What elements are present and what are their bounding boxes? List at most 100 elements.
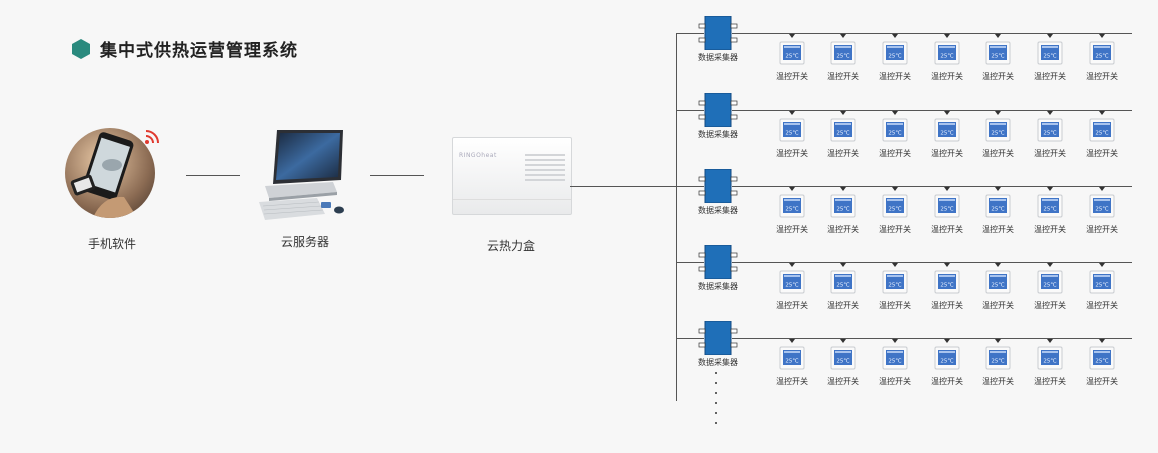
thermostat-label: 温控开关 — [931, 377, 963, 386]
phone-node: 手机软件 — [62, 125, 162, 252]
thermostat-label: 温控开关 — [1086, 149, 1118, 158]
thermostat-label: 温控开关 — [931, 301, 963, 310]
thermostat-icon: 25℃ — [1089, 263, 1115, 294]
device-bus-line — [732, 186, 1132, 187]
collector-icon — [698, 320, 738, 356]
thermostat-screen-text: 25℃ — [1043, 53, 1056, 60]
title-block: 集中式供热运营管理系统 — [70, 36, 298, 61]
thermostat-icon: 25℃ — [985, 34, 1011, 65]
box-edge — [453, 199, 571, 206]
collector-branch-line — [676, 33, 704, 34]
thermostat-label: 温控开关 — [1086, 72, 1118, 81]
thermostat-label: 温控开关 — [982, 149, 1014, 158]
heat-box-label: 云热力盒 — [486, 239, 535, 253]
thermostat-screen-text: 25℃ — [1043, 130, 1056, 137]
thermostat-screen-text: 25℃ — [1095, 282, 1108, 289]
thermostat-screen-text: 25℃ — [888, 53, 901, 60]
connector-box-trunk — [570, 186, 676, 187]
thermostat-icon: 25℃ — [830, 339, 856, 370]
data-collector: 数据采集器 — [698, 92, 738, 139]
thermostat-icon: 25℃ — [882, 111, 908, 142]
trunk-line — [676, 33, 677, 401]
thermostat-screen-text: 25℃ — [1095, 130, 1108, 137]
thermostat-device: 25℃ 温控开关 — [1082, 187, 1122, 234]
collector-label: 数据采集器 — [698, 358, 738, 367]
collector-label: 数据采集器 — [698, 53, 738, 62]
thermostat-device: 25℃ 温控开关 — [1082, 263, 1122, 310]
collector-label: 数据采集器 — [698, 206, 738, 215]
thermostat-screen-text: 25℃ — [785, 53, 798, 60]
thermostat-label: 温控开关 — [931, 225, 963, 234]
thermostat-icon: 25℃ — [882, 339, 908, 370]
thermostat-label: 温控开关 — [879, 301, 911, 310]
thermostat-label: 温控开关 — [931, 72, 963, 81]
collector-icon — [698, 92, 738, 128]
thermostat-icon: 25℃ — [1037, 339, 1063, 370]
thermostat-device: 25℃ 温控开关 — [927, 34, 967, 81]
thermostat-icon: 25℃ — [934, 263, 960, 294]
collector-branch-line — [676, 338, 704, 339]
thermostat-icon: 25℃ — [1037, 187, 1063, 218]
thermostat-screen-text: 25℃ — [836, 130, 849, 137]
thermostat-icon: 25℃ — [882, 263, 908, 294]
collector-icon — [698, 15, 738, 51]
device-bus-line — [732, 110, 1132, 111]
thermostat-screen-text: 25℃ — [991, 130, 1004, 137]
thermostat-device: 25℃ 温控开关 — [1030, 263, 1070, 310]
thermostat-screen-text: 25℃ — [888, 282, 901, 289]
thermostat-device: 25℃ 温控开关 — [875, 263, 915, 310]
thermostat-icon: 25℃ — [1037, 263, 1063, 294]
wifi-icon — [145, 130, 159, 144]
heat-box-node: RINGOheat 云热力盒 — [452, 137, 572, 254]
thermostat-label: 温控开关 — [1034, 301, 1066, 310]
thermostat-icon: 25℃ — [830, 263, 856, 294]
thermostat-label: 温控开关 — [1086, 301, 1118, 310]
thermostat-screen-text: 25℃ — [785, 130, 798, 137]
collector-icon — [698, 244, 738, 280]
thermostat-screen-text: 25℃ — [940, 53, 953, 60]
device-bus-line — [732, 262, 1132, 263]
more-dots — [713, 372, 719, 432]
data-collector: 数据采集器 — [698, 244, 738, 291]
thermostat-screen-text: 25℃ — [1043, 282, 1056, 289]
box-brand: RINGOheat — [459, 152, 497, 159]
thermostat-label: 温控开关 — [982, 72, 1014, 81]
vent-icon — [525, 154, 565, 181]
thermostat-icon: 25℃ — [779, 111, 805, 142]
thermostat-icon: 25℃ — [830, 187, 856, 218]
server-label: 云服务器 — [280, 235, 329, 249]
thermostat-icon: 25℃ — [779, 263, 805, 294]
computer-icon — [259, 130, 344, 220]
thermostat-screen-text: 25℃ — [991, 206, 1004, 213]
thermostat-screen-text: 25℃ — [940, 282, 953, 289]
thermostat-icon: 25℃ — [779, 34, 805, 65]
thermostat-label: 温控开关 — [776, 225, 808, 234]
thermostat-icon: 25℃ — [779, 339, 805, 370]
thermostat-screen-text: 25℃ — [991, 358, 1004, 365]
thermostat-label: 温控开关 — [1086, 225, 1118, 234]
thermostat-icon: 25℃ — [985, 263, 1011, 294]
thermostat-label: 温控开关 — [776, 149, 808, 158]
thermostat-icon: 25℃ — [1089, 187, 1115, 218]
thermostat-icon: 25℃ — [779, 187, 805, 218]
thermostat-screen-text: 25℃ — [836, 358, 849, 365]
thermostat-device: 25℃ 温控开关 — [875, 34, 915, 81]
thermostat-device: 25℃ 温控开关 — [1082, 111, 1122, 158]
thermostat-screen-text: 25℃ — [888, 130, 901, 137]
thermostat-device: 25℃ 温控开关 — [875, 339, 915, 386]
thermostat-label: 温控开关 — [879, 72, 911, 81]
thermostat-label: 温控开关 — [879, 377, 911, 386]
